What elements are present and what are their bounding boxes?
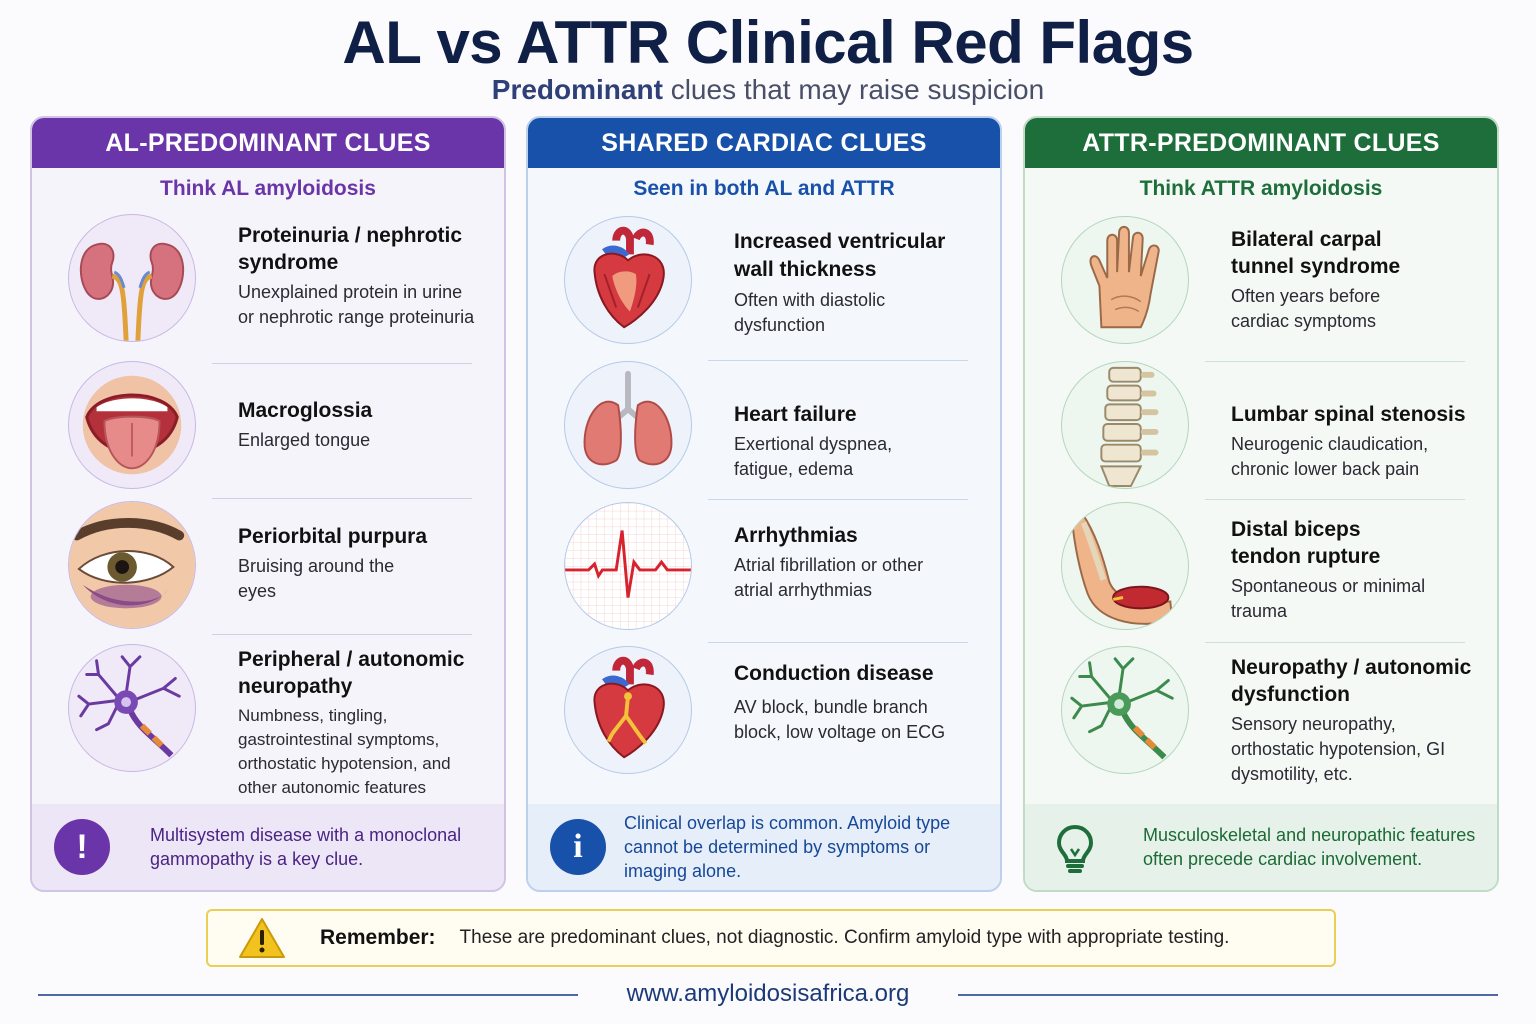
lightbulb-icon [1047, 819, 1103, 875]
divider [1205, 361, 1465, 362]
neuron-icon [1061, 646, 1189, 774]
item-description: Exertional dyspnea, fatigue, edema [734, 434, 893, 479]
attr-panel-header: ATTR-PREDOMINANT CLUES [1025, 118, 1497, 168]
item-title: Peripheral / autonomic neuropathy [238, 648, 465, 698]
al-panel: AL-PREDOMINANT CLUES Think AL amyloidosi… [30, 116, 506, 892]
item-description: Neurogenic claudication, chronic lower b… [1231, 434, 1429, 479]
hand-icon [1061, 216, 1189, 344]
lungs-icon [564, 361, 692, 489]
item-description: Bruising around the eyes [238, 556, 395, 601]
item-title: Proteinuria / nephrotic syndrome [238, 224, 463, 274]
kidneys-icon [68, 214, 196, 342]
bruised-eye-icon [68, 501, 196, 629]
divider [1205, 499, 1465, 500]
item-description: Atrial fibrillation or other atrial arrh… [734, 555, 924, 600]
website-link[interactable]: www.amyloidosisafrica.org [626, 980, 910, 1007]
item-description: Often years before cardiac symptoms [1231, 286, 1381, 331]
shared-item-text: Heart failure Exertional dyspnea, fatigu… [734, 401, 988, 482]
item-description: AV block, bundle branch block, low volta… [734, 697, 946, 742]
info-icon: i [550, 819, 606, 875]
neuron-icon [68, 644, 196, 772]
exclamation-icon: ! [54, 819, 110, 875]
item-description: Enlarged tongue [238, 430, 371, 450]
item-title: Distal biceps tendon rupture [1231, 518, 1381, 568]
shared-item-text: Arrhythmias Atrial fibrillation or other… [734, 522, 988, 603]
item-description: Numbness, tingling, gastrointestinal sym… [238, 706, 451, 797]
item-title: Neuropathy / autonomic dysfunction [1231, 656, 1472, 706]
shared-footer: i Clinical overlap is common. Amyloid ty… [528, 804, 1000, 890]
attr-panel: ATTR-PREDOMINANT CLUES Think ATTR amyloi… [1023, 116, 1499, 892]
footer-rule-right [958, 994, 1498, 996]
item-title: Lumbar spinal stenosis [1231, 403, 1466, 426]
divider [708, 360, 968, 361]
ecg-icon [564, 502, 692, 630]
spine-icon [1061, 361, 1189, 489]
item-title: Arrhythmias [734, 524, 858, 547]
attr-footer: Musculoskeletal and neuropathic features… [1025, 804, 1497, 890]
divider [708, 499, 968, 500]
shared-footer-text: Clinical overlap is common. Amyloid type… [624, 813, 951, 881]
footer-rule-left [38, 994, 578, 996]
conduction-heart-icon [564, 646, 692, 774]
biceps-icon [1061, 502, 1189, 630]
remember-callout: Remember: These are predominant clues, n… [206, 909, 1336, 967]
divider [212, 498, 472, 499]
divider [212, 363, 472, 364]
shared-panel: SHARED CARDIAC CLUES Seen in both AL and… [526, 116, 1002, 892]
item-description: Sensory neuropathy, orthostatic hypotens… [1231, 714, 1446, 784]
al-panel-header: AL-PREDOMINANT CLUES [32, 118, 504, 168]
page-subtitle: Predominant clues that may raise suspici… [0, 74, 1536, 106]
tongue-icon [68, 361, 196, 489]
attr-item-text: Neuropathy / autonomic dysfunction Senso… [1231, 654, 1485, 787]
thick-heart-icon [564, 216, 692, 344]
item-title: Periorbital purpura [238, 525, 428, 548]
attr-panel-subheading: Think ATTR amyloidosis [1139, 177, 1383, 200]
al-footer: ! Multisystem disease with a monoclonal … [32, 804, 504, 890]
remember-label: Remember: [320, 926, 436, 949]
item-description: Unexplained protein in urine or nephroti… [238, 282, 475, 327]
item-title: Bilateral carpal tunnel syndrome [1231, 228, 1401, 278]
warning-icon [238, 917, 286, 959]
item-title: Increased ventricular wall thickness [734, 230, 946, 281]
attr-item-text: Lumbar spinal stenosis Neurogenic claudi… [1231, 401, 1485, 482]
shared-panel-subheading: Seen in both AL and ATTR [633, 177, 895, 200]
al-item-text: Periorbital purpura Bruising around the … [238, 523, 492, 604]
shared-item-text: Increased ventricular wall thickness Oft… [734, 228, 988, 338]
attr-footer-text: Musculoskeletal and neuropathic features… [1143, 825, 1476, 869]
page-title: AL vs ATTR Clinical Red Flags [342, 9, 1194, 76]
al-item-text: Peripheral / autonomic neuropathy Numbne… [238, 646, 492, 800]
item-description: Often with diastolic dysfunction [734, 290, 886, 335]
divider [212, 634, 472, 635]
remember-text: These are predominant clues, not diagnos… [459, 927, 1230, 948]
subtitle-rest: clues that may raise suspicion [662, 74, 1045, 105]
item-title: Conduction disease [734, 662, 934, 685]
item-description: Spontaneous or minimal trauma [1231, 576, 1426, 621]
subtitle-accent: Predominant [491, 74, 663, 105]
shared-panel-header: SHARED CARDIAC CLUES [528, 118, 1000, 168]
divider [1205, 642, 1465, 643]
item-title: Heart failure [734, 403, 857, 426]
attr-item-text: Distal biceps tendon rupture Spontaneous… [1231, 516, 1485, 624]
al-item-text: Proteinuria / nephrotic syndrome Unexpla… [238, 222, 492, 330]
item-title: Macroglossia [238, 399, 373, 422]
al-item-text: Macroglossia Enlarged tongue [238, 397, 492, 453]
al-panel-subheading: Think AL amyloidosis [160, 177, 376, 200]
al-footer-text: Multisystem disease with a monoclonal ga… [150, 825, 462, 869]
attr-item-text: Bilateral carpal tunnel syndrome Often y… [1231, 226, 1485, 334]
shared-item-text: Conduction disease AV block, bundle bran… [734, 660, 988, 745]
divider [708, 642, 968, 643]
